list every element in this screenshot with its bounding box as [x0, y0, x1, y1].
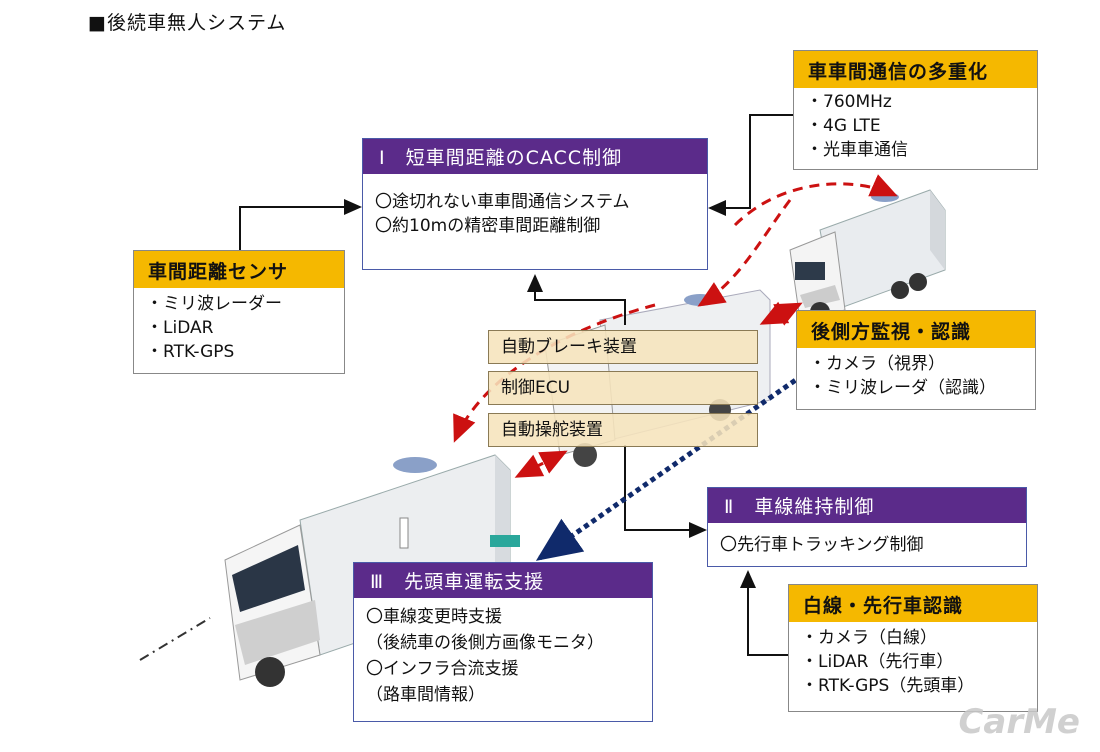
lead-assist-box: Ⅲ 先頭車運転支援 〇車線変更時支援 （後続車の後側方画像モニタ） 〇インフラ合… [353, 562, 653, 722]
lead-item: 〇インフラ合流支援 [366, 659, 519, 679]
comm-multiplex-box: 車車間通信の多重化 ・760MHz ・4G LTE ・光車車通信 [793, 50, 1038, 170]
lead-item: （路車間情報） [366, 685, 485, 705]
lead-item: （後続車の後側方画像モニタ） [366, 633, 604, 653]
control-ecu-box: 制御ECU [488, 371, 758, 405]
monitor-arrow [535, 367, 812, 561]
sensor-item: ・LiDAR [146, 318, 214, 338]
cacc-control-box: Ⅰ 短車間距離のCACC制御 〇途切れない車車間通信システム 〇約10mの精密車… [362, 138, 708, 270]
truck-rear-illustration [789, 189, 946, 322]
auto-steering-box: 自動操舵装置 [488, 413, 758, 447]
rear-item: ・カメラ（視界） [809, 354, 945, 374]
lane-header: Ⅱ 車線維持制御 [708, 488, 1026, 523]
distance-sensor-box: 車間距離センサ ・ミリ波レーダー ・LiDAR ・RTK-GPS [133, 250, 345, 374]
sensor-item: ・RTK-GPS [146, 342, 235, 362]
comm-header: 車車間通信の多重化 [794, 51, 1037, 88]
white-item: ・RTK-GPS（先頭車） [801, 676, 975, 696]
comm-item: ・4G LTE [806, 116, 881, 136]
comm-to-cacc-arrow [708, 114, 795, 216]
devices-to-cacc-arrow [527, 274, 626, 325]
cacc-item: 〇約10mの精密車間距離制御 [375, 216, 601, 236]
rear-header: 後側方監視・認識 [797, 311, 1035, 348]
road-line [139, 617, 211, 661]
lane-item: 〇先行車トラッキング制御 [720, 535, 924, 555]
lead-item: 〇車線変更時支援 [366, 607, 502, 627]
cacc-item: 〇途切れない車車間通信システム [375, 192, 630, 212]
comm-arrow-rear [733, 174, 898, 227]
comm-item: ・760MHz [806, 92, 892, 112]
cacc-header: Ⅰ 短車間距離のCACC制御 [363, 139, 707, 174]
auto-brake-box: 自動ブレーキ装置 [488, 330, 758, 364]
page-title: ■後続車無人システム [88, 12, 287, 34]
lead-header: Ⅲ 先頭車運転支援 [354, 563, 652, 598]
gap-arrow-rear [759, 301, 803, 326]
rear-monitor-box: 後側方監視・認識 ・カメラ（視界） ・ミリ波レーダ（認識） [796, 310, 1036, 410]
sensor-header: 車間距離センサ [134, 251, 344, 288]
gap-arrow-lead [514, 450, 568, 478]
comm-arrow-middle [697, 199, 792, 307]
sensor-to-cacc-arrow [239, 199, 362, 250]
white-item: ・LiDAR（先行車） [801, 652, 954, 672]
white-to-lane-arrow [740, 570, 790, 656]
white-item: ・カメラ（白線） [801, 628, 937, 648]
sensor-item: ・ミリ波レーダー [146, 294, 282, 314]
lane-keeping-box: Ⅱ 車線維持制御 〇先行車トラッキング制御 [707, 487, 1027, 567]
rear-item: ・ミリ波レーダ（認識） [809, 378, 996, 398]
comm-item: ・光車車通信 [806, 140, 908, 160]
watermark-logo: CarMe [958, 702, 1080, 742]
white-line-box: 白線・先行車認識 ・カメラ（白線） ・LiDAR（先行車） ・RTK-GPS（先… [788, 584, 1038, 712]
devices-to-lane-arrow [624, 445, 707, 538]
white-header: 白線・先行車認識 [789, 585, 1037, 622]
